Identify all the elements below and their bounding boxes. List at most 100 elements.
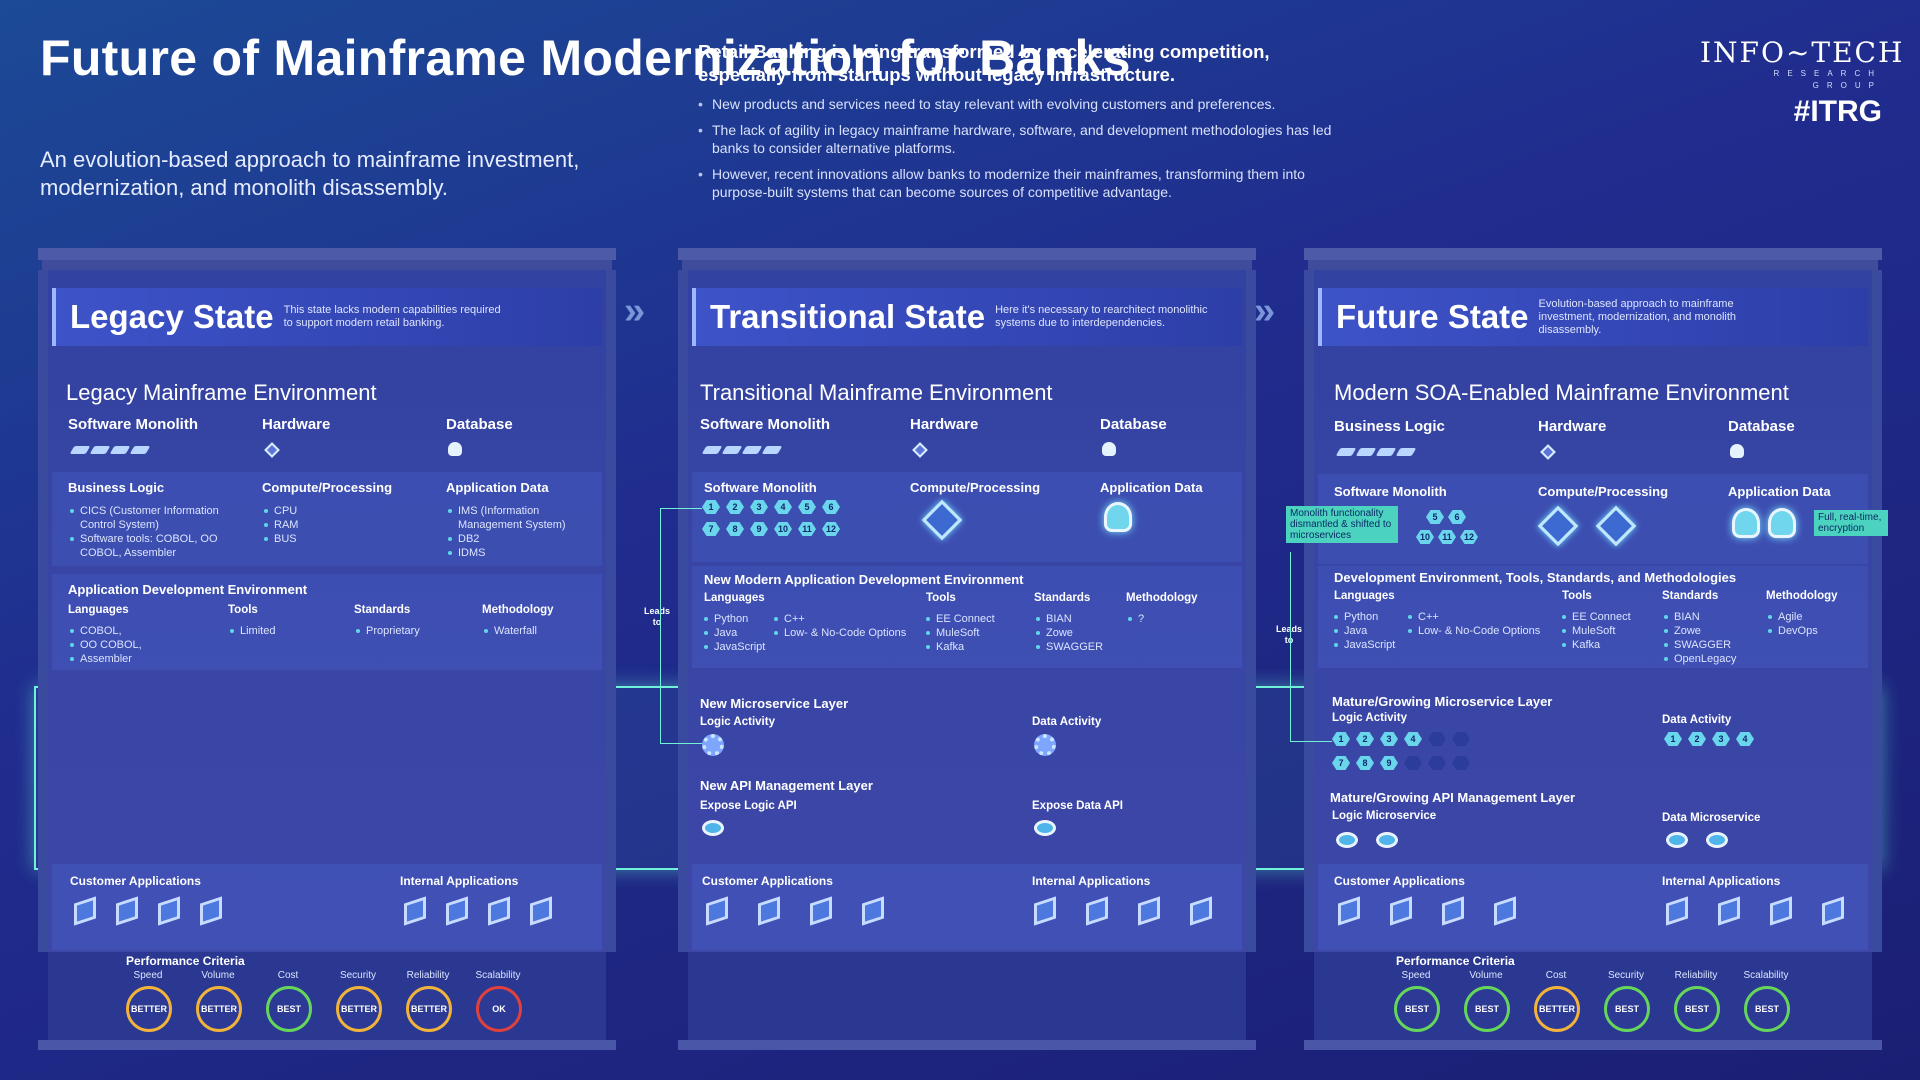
itrg-mark: #ITRG	[1793, 95, 1882, 128]
list-item: Kafka	[926, 640, 995, 654]
list-item: Java	[704, 626, 765, 640]
list-item: Assembler	[70, 652, 142, 666]
tools-icon	[488, 896, 510, 926]
state-description: Evolution-based approach to mainframe in…	[1538, 297, 1737, 336]
data-gear: 2	[1688, 732, 1706, 746]
sub-head-app-data: Application Data	[446, 480, 549, 495]
perf-label: Cost	[1545, 970, 1567, 981]
list-item: JavaScript	[704, 640, 765, 654]
dev-head-tools: Tools	[1562, 590, 1592, 602]
leads-to-label: Leads to	[643, 606, 670, 627]
pending-gear	[1452, 756, 1470, 770]
internal-app-icons	[1666, 896, 1844, 926]
rack-top	[38, 248, 616, 260]
sub-head-business-logic: Business Logic	[68, 480, 165, 495]
logic-gear-icon	[702, 734, 724, 756]
internal-apps-title: Internal Applications	[1662, 874, 1781, 888]
core-section	[52, 472, 602, 566]
connector-line	[1290, 552, 1332, 742]
pending-gear	[1428, 756, 1446, 770]
list-item: COBOL,	[70, 624, 142, 638]
logic-icon	[1335, 448, 1417, 456]
rack-body	[678, 270, 1256, 952]
dev-head-languages: Languages	[68, 604, 129, 616]
api-icon	[1034, 820, 1056, 836]
rack-top	[678, 248, 1256, 260]
state-description: Here it's necessary to rearchitect monol…	[995, 304, 1208, 329]
list-item: MuleSoft	[1562, 624, 1631, 638]
tools-list: Limited	[230, 624, 275, 638]
perf-rating: BEST	[1394, 986, 1440, 1032]
perf-rating: BEST	[266, 986, 312, 1032]
rack-body	[38, 270, 616, 952]
monolith-chips-row2: 7 8 9 10 11 12	[702, 522, 840, 536]
tools-list: EE Connect MuleSoft Kafka	[926, 612, 995, 654]
logic-gear: 3	[1380, 732, 1398, 746]
laptop-icon	[158, 896, 180, 926]
data-gear: 4	[1736, 732, 1754, 746]
database-icon	[1102, 442, 1116, 456]
chevron-right-icon: »	[624, 290, 645, 332]
performance-title: Performance Criteria	[1396, 954, 1515, 968]
list-item: ?	[1128, 612, 1144, 626]
list-item: IDMS	[448, 546, 578, 560]
infotech-logo: INFO~TECH RESEARCH GROUP #ITRG	[1700, 36, 1905, 130]
list-item: Python	[1334, 610, 1395, 624]
app-data-icon	[1104, 502, 1132, 532]
database-icon	[1730, 444, 1744, 458]
compute-icon	[921, 499, 963, 541]
perf-rating: BETTER	[1534, 986, 1580, 1032]
module-chip: 7	[702, 522, 720, 536]
dev-env-title: Application Development Environment	[68, 582, 308, 597]
page-title: Future of Mainframe Modernization for Ba…	[40, 30, 1131, 86]
methodology-list: Waterfall	[484, 624, 537, 638]
performance-title: Performance Criteria	[126, 954, 245, 968]
module-chip: 11	[798, 522, 816, 536]
monolith-icon	[701, 446, 783, 454]
logic-activity-label: Logic Activity	[700, 716, 775, 728]
dev-head-languages: Languages	[704, 592, 765, 604]
data-microservice-label: Data Microservice	[1662, 812, 1761, 824]
lightbulb-icon	[1666, 896, 1688, 926]
list-item: IMS (Information Management System)	[448, 504, 578, 532]
col-head-software: Software Monolith	[68, 416, 198, 433]
home-icon	[74, 896, 96, 926]
logic-gear: 4	[1404, 732, 1422, 746]
logo-name: INFO~TECH	[1700, 36, 1905, 69]
customer-apps-title: Customer Applications	[70, 874, 201, 888]
page-subtitle: An evolution-based approach to mainframe…	[40, 147, 580, 200]
remaining-chips-top: 5 6	[1426, 510, 1466, 524]
perf-label: Scalability	[475, 970, 521, 981]
methodology-list: ?	[1128, 612, 1144, 626]
list-item: C++	[1408, 610, 1540, 624]
perf-rating: BETTER	[196, 986, 242, 1032]
dev-head-standards: Standards	[1034, 592, 1091, 604]
logo-tagline: RESEARCH GROUP	[1773, 69, 1882, 90]
environment-title: Legacy Mainframe Environment	[66, 380, 377, 405]
languages-list-2: C++ Low- & No-Code Options	[774, 612, 906, 640]
list-item: Waterfall	[484, 624, 537, 638]
list-item: Zowe	[1036, 626, 1103, 640]
list-item: C++	[774, 612, 906, 626]
dev-head-methodology: Methodology	[482, 604, 554, 616]
module-chip: 11	[1438, 530, 1456, 544]
layers-icon	[530, 896, 552, 926]
transitional-state-column: Transitional State Here it's necessary t…	[678, 248, 1256, 1050]
list-item: CICS (Customer Information Control Syste…	[70, 504, 220, 532]
list-item: EE Connect	[926, 612, 995, 626]
perf-label: Volume	[201, 970, 235, 981]
environment-title: Modern SOA-Enabled Mainframe Environment	[1334, 380, 1789, 405]
legacy-state-column: Legacy State This state lacks modern cap…	[38, 248, 616, 1050]
sub-head-monolith: Software Monolith	[1334, 484, 1447, 499]
logic-gears-row1: 1 2 3 4	[1332, 732, 1470, 746]
list-item: BIAN	[1664, 610, 1736, 624]
monolith-note: Monolith functionality dismantled & shif…	[1286, 506, 1398, 543]
tablet-icon	[1390, 896, 1412, 926]
monolith-icon	[69, 446, 151, 454]
perf-label: Cost	[277, 970, 299, 981]
state-title: Future State	[1336, 298, 1529, 335]
languages-list: COBOL, OO COBOL, Assembler	[70, 624, 142, 666]
methodology-list: Agile DevOps	[1768, 610, 1818, 638]
state-header: Transitional State Here it's necessary t…	[692, 288, 1242, 346]
sub-head-app-data: Application Data	[1728, 484, 1831, 499]
